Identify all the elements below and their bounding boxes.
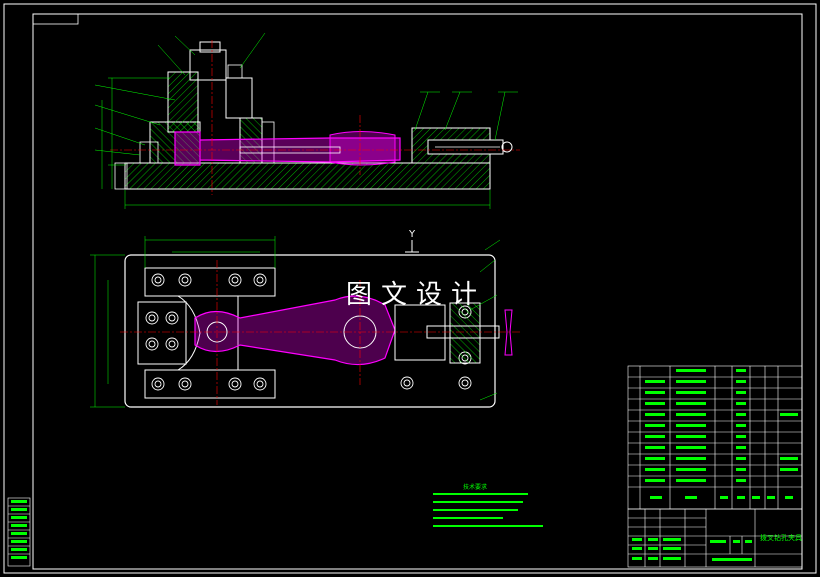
base-plate-outline xyxy=(124,254,496,408)
watermark-text: 图文设计 xyxy=(346,280,487,310)
revision-strip xyxy=(7,497,31,567)
section-label: Y xyxy=(409,229,416,240)
title-block xyxy=(627,508,803,568)
top-plan-view xyxy=(90,236,520,408)
parts-list-entries xyxy=(645,369,798,499)
technical-notes: 技术要求 xyxy=(433,484,487,492)
inner-frame xyxy=(32,13,803,570)
technical-notes-lines xyxy=(433,493,543,527)
title-block-entries xyxy=(632,538,752,561)
outer-frame xyxy=(3,3,817,574)
corner-box xyxy=(32,13,79,25)
drill-plate-column xyxy=(167,71,199,133)
parts-list-table xyxy=(627,365,803,510)
base-plate xyxy=(124,162,491,190)
workpiece-lever xyxy=(194,295,396,366)
drawing-title: 拨叉钻孔夹具 xyxy=(760,534,802,542)
front-section-view xyxy=(94,32,520,209)
notes-heading: 技术要求 xyxy=(463,484,488,491)
